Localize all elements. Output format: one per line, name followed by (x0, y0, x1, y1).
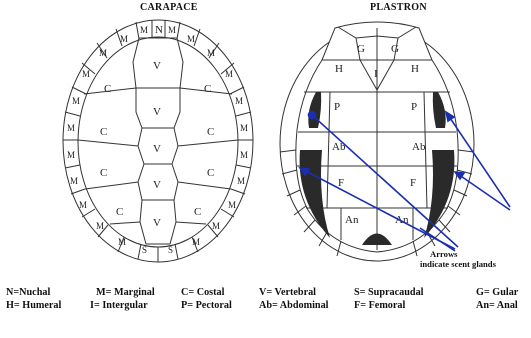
marginal-label-1: M (140, 25, 148, 35)
marginal-label-4: M (187, 34, 195, 44)
costal-label-2: C (204, 83, 211, 95)
legend-supracaudal: S= Supracaudal (354, 287, 424, 300)
marginal-label-8: M (225, 69, 233, 79)
marginal-label-13: M (67, 150, 75, 160)
marginal-label-10: M (235, 96, 243, 106)
pectoral-label-2: P (411, 101, 417, 113)
costal-label-5: C (100, 167, 107, 179)
marginal-label-16: M (237, 176, 245, 186)
marginal-label-17: M (79, 200, 87, 210)
supracaudal-label-2: S (168, 245, 173, 255)
marginal-label-2: M (168, 25, 176, 35)
pectoral-label-1: P (334, 101, 340, 113)
abdominal-label-2: Ab (412, 141, 426, 153)
legend-row-1: N=Nuchal M= Marginal C= Costal V= Verteb… (6, 287, 531, 300)
gular-label-1: G (357, 43, 365, 55)
marginal-label-22: M (192, 237, 200, 247)
legend-gular: G= Gular (476, 287, 518, 300)
legend-costal: C= Costal (181, 287, 224, 300)
marginal-label-18: M (228, 200, 236, 210)
legend-intergular: I= Intergular (90, 300, 148, 313)
costal-label-8: C (194, 206, 201, 218)
legend-pectoral: P= Pectoral (181, 300, 232, 313)
marginal-label-21: M (118, 237, 126, 247)
anal-label-1: An (345, 214, 359, 226)
legend-marginal: M= Marginal (96, 287, 155, 300)
femoral-label-1: F (338, 177, 344, 189)
intergular-label: I (374, 68, 378, 80)
costal-label-7: C (116, 206, 123, 218)
marginal-label-11: M (67, 123, 75, 133)
costal-label-6: C (207, 167, 214, 179)
legend-nuchal: N=Nuchal (6, 287, 50, 300)
marginal-label-12: M (240, 123, 248, 133)
shell-diagram: N V V V V V C C C C C C C C M M M M M M … (0, 0, 531, 290)
marginal-label-15: M (70, 176, 78, 186)
femoral-label-2: F (410, 177, 416, 189)
gular-label-2: G (391, 43, 399, 55)
legend-row-2: H= Humeral I= Intergular P= Pectoral Ab=… (6, 300, 531, 313)
vertebral-label-4: V (153, 179, 161, 191)
legend-vertebral: V= Vertebral (259, 287, 316, 300)
marginal-label-14: M (240, 150, 248, 160)
humeral-label-1: H (335, 63, 343, 75)
supracaudal-label-1: S (142, 245, 147, 255)
nuchal-label: N (155, 24, 163, 36)
legend: N=Nuchal M= Marginal C= Costal V= Verteb… (6, 287, 531, 313)
vertebral-label-1: V (153, 60, 161, 72)
marginal-label-20: M (212, 221, 220, 231)
marginal-label-6: M (207, 48, 215, 58)
scent-gland-note: Arrows indicate scent glands (420, 249, 496, 269)
vertebral-label-3: V (153, 143, 161, 155)
legend-humeral: H= Humeral (6, 300, 61, 313)
marginal-label-3: M (120, 34, 128, 44)
marginal-label-7: M (82, 69, 90, 79)
marginal-label-5: M (99, 48, 107, 58)
legend-femoral: F= Femoral (354, 300, 405, 313)
legend-anal: An= Anal (476, 300, 518, 313)
plastron-diagram (280, 22, 474, 261)
costal-label-3: C (100, 126, 107, 138)
humeral-label-2: H (411, 63, 419, 75)
note-line-1: Arrows (420, 249, 496, 259)
marginal-label-19: M (96, 221, 104, 231)
costal-label-4: C (207, 126, 214, 138)
marginal-label-9: M (72, 96, 80, 106)
legend-abdominal: Ab= Abdominal (259, 300, 329, 313)
vertebral-label-5: V (153, 217, 161, 229)
vertebral-label-2: V (153, 106, 161, 118)
note-line-2: indicate scent glands (420, 259, 496, 269)
costal-label-1: C (104, 83, 111, 95)
